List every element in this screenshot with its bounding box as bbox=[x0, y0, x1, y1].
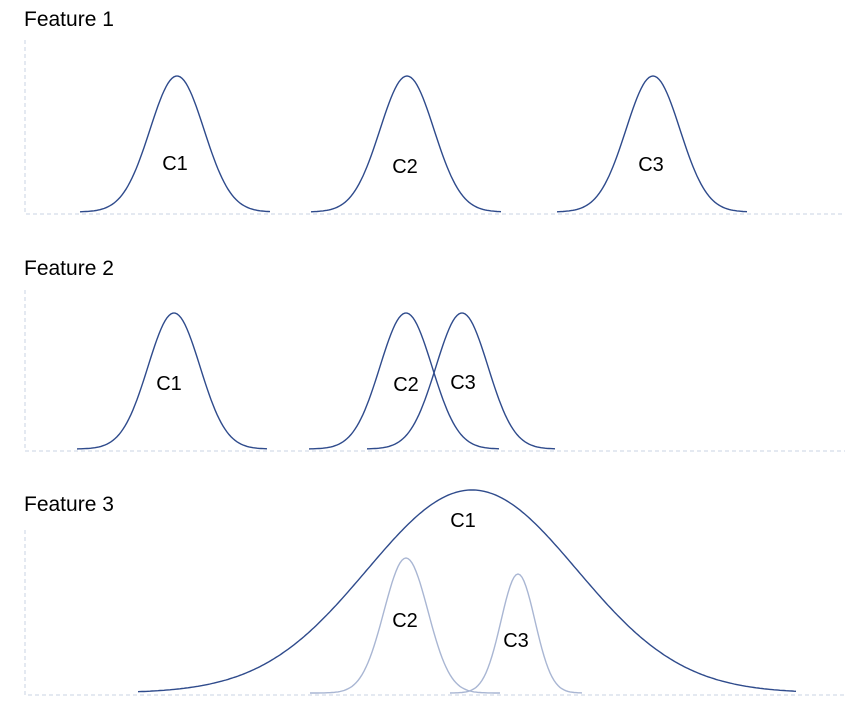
axis-lines bbox=[24, 530, 845, 696]
curve-label-c3: C3 bbox=[503, 630, 529, 652]
panel-title: Feature 2 bbox=[24, 257, 114, 280]
distribution-curve-c3 bbox=[449, 573, 583, 694]
distribution-curve-c3 bbox=[367, 312, 556, 450]
axis-lines bbox=[24, 40, 845, 215]
curve-label-c2: C2 bbox=[393, 374, 419, 396]
distribution-curve-c1 bbox=[79, 75, 271, 213]
curve-label-c1: C1 bbox=[156, 373, 182, 395]
distribution-curve-c2 bbox=[310, 75, 502, 213]
distribution-curve-c3 bbox=[556, 75, 748, 213]
panel-title: Feature 3 bbox=[24, 493, 114, 516]
curve-label-c1: C1 bbox=[450, 510, 476, 532]
panel-title: Feature 1 bbox=[24, 8, 114, 31]
panel-feature-1: Feature 1 C1 C2 C3 bbox=[24, 8, 845, 215]
curve-label-c1: C1 bbox=[162, 153, 188, 175]
curve-label-c2: C2 bbox=[392, 610, 418, 632]
axis-lines bbox=[24, 290, 845, 452]
distribution-curve-c1 bbox=[76, 312, 268, 450]
curve-label-c3: C3 bbox=[450, 372, 476, 394]
curve-label-c2: C2 bbox=[392, 156, 418, 178]
panel-feature-2: Feature 2 C1 C2 C3 bbox=[24, 257, 845, 452]
distribution-curve-c1 bbox=[137, 489, 797, 693]
distribution-curve-c2 bbox=[308, 312, 500, 450]
curve-label-c3: C3 bbox=[638, 154, 664, 176]
